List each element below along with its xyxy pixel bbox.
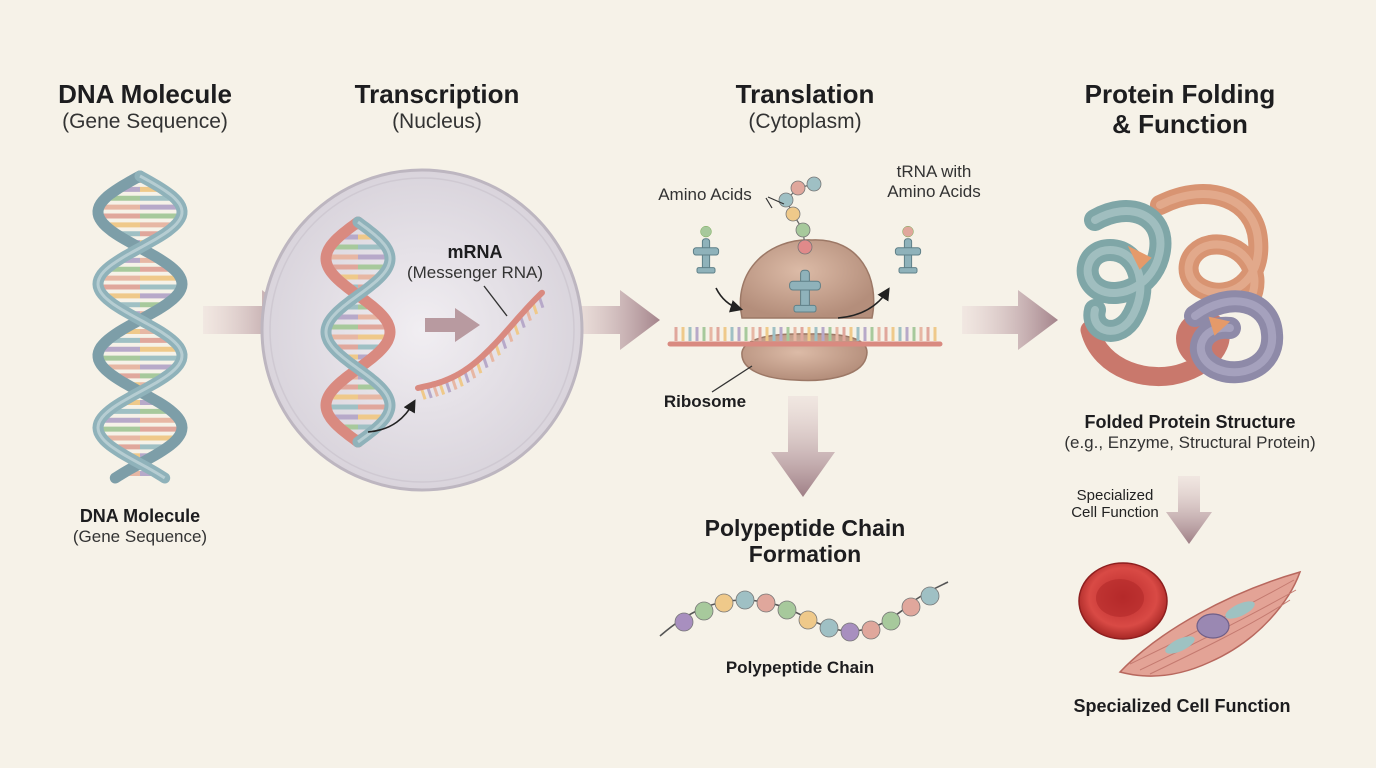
helix-strand — [92, 170, 188, 484]
mrna-strand-icon — [415, 289, 545, 400]
trna-label-line2: Amino Acids — [887, 181, 981, 201]
amino-acid — [700, 225, 712, 238]
amino-acids-label: Amino Acids — [658, 185, 752, 204]
amino-acid-bead — [840, 622, 860, 642]
transcription-stage-title: Transcription — [354, 79, 520, 109]
amino-acid — [778, 192, 794, 208]
helix-highlight — [96, 174, 184, 480]
trna-right-icon — [894, 225, 922, 274]
amino-acid-bead — [714, 593, 734, 613]
trna-arms — [789, 280, 821, 291]
mrna-pointer-line — [483, 285, 508, 317]
mrna-label-subtitle: (Messenger RNA) — [406, 262, 544, 282]
amino-acid-bead — [861, 620, 881, 640]
specialized-side-label: Specialized Cell Function — [1056, 487, 1174, 522]
specialized-side-line2: Cell Function — [1071, 504, 1159, 522]
helix-strand — [92, 170, 188, 484]
mrna-synthesis-arrow — [367, 399, 416, 433]
flow-arrow-3 — [962, 290, 1058, 350]
amino-acid-bead — [694, 601, 714, 621]
translation-stage-title: Translation — [735, 79, 875, 109]
nucleus-icon — [260, 168, 584, 492]
amino-acid-bead — [674, 612, 694, 632]
ribosome-label: Ribosome — [663, 392, 747, 411]
transcription-stage-header: Transcription (Nucleus) — [322, 79, 552, 134]
transcription-stage-subtitle: (Nucleus) — [392, 109, 482, 133]
amino-acids-pointer — [765, 196, 785, 209]
flow-arrow-2 — [562, 290, 660, 350]
trna-arms — [692, 247, 720, 256]
translation-stage-header: Translation (Cytoplasm) — [700, 79, 910, 134]
trna-anticodon — [793, 304, 817, 313]
trna-arms — [894, 247, 922, 256]
folding-stage-title-line2: & Function — [1112, 108, 1248, 139]
dna-stage-header: DNA Molecule (Gene Sequence) — [40, 79, 250, 134]
amino-acid-bead — [819, 618, 839, 638]
folded-protein-title: Folded Protein Structure — [1084, 412, 1296, 432]
polypeptide-caption: Polypeptide Chain — [725, 658, 875, 677]
amino-acid — [902, 225, 914, 238]
trna-entry-arrow — [715, 287, 744, 313]
amino-acid — [790, 180, 806, 196]
folding-stage-title-line1: Protein Folding — [1084, 79, 1276, 109]
trna-exit-arrow — [837, 287, 890, 319]
specialized-caption: Specialized Cell Function — [1073, 696, 1291, 716]
trna-left-icon — [692, 225, 720, 274]
amino-acid-bead — [920, 586, 940, 606]
amino-acid — [806, 176, 822, 192]
dna-stage-subtitle: (Gene Sequence) — [62, 109, 228, 133]
polypeptide-chain-icon — [674, 586, 940, 642]
helix-strand — [320, 216, 396, 448]
dna-stage-title: DNA Molecule — [58, 79, 232, 109]
amino-acid — [785, 206, 801, 222]
mrna-label-title: mRNA — [447, 242, 503, 262]
amino-acid-bead — [735, 590, 755, 610]
specialized-side-line1: Specialized — [1076, 487, 1154, 504]
transcription-arrow — [425, 308, 480, 342]
folded-protein-icon — [1076, 183, 1284, 387]
folded-protein-subtitle: (e.g., Enzyme, Structural Protein) — [1064, 432, 1316, 452]
folded-protein-caption: Folded Protein Structure (e.g., Enzyme, … — [1040, 412, 1340, 452]
helix-strand — [320, 216, 396, 448]
polypeptide-title-line2: Formation — [748, 541, 862, 568]
amino-acid-bead — [881, 611, 901, 631]
mrna-in-ribosome-icon — [667, 327, 943, 347]
dna-helix-icon — [92, 170, 188, 484]
amino-acid-bead — [777, 600, 797, 620]
amino-acid — [795, 222, 811, 238]
dna-caption-subtitle: (Gene Sequence) — [72, 526, 208, 546]
trna-label: tRNA with Amino Acids — [866, 162, 1002, 201]
flow-arrow-down — [771, 396, 835, 497]
dna-caption: DNA Molecule (Gene Sequence) — [40, 506, 240, 546]
folding-stage-header: Protein Folding & Function — [1060, 79, 1300, 140]
flow-arrow-down-small — [1166, 476, 1212, 544]
red-blood-cell-icon — [1078, 562, 1168, 640]
amino-acid-bead — [798, 610, 818, 630]
polypeptide-title: Polypeptide Chain Formation — [690, 515, 920, 568]
mrna-label: mRNA (Messenger RNA) — [400, 242, 550, 282]
amino-acid-chain-icon — [778, 176, 822, 255]
nucleus-dna-helix-icon — [320, 216, 396, 448]
translation-stage-subtitle: (Cytoplasm) — [748, 109, 862, 133]
helix-highlight — [324, 220, 392, 444]
mrna-backbone — [415, 289, 545, 391]
ribosome-pointer — [711, 365, 753, 393]
trna-center-icon — [789, 269, 821, 313]
trna-label-line1: tRNA with — [896, 162, 972, 181]
muscle-cell-icon — [1118, 570, 1302, 677]
dna-caption-title: DNA Molecule — [79, 506, 201, 526]
polypeptide-title-line1: Polypeptide Chain — [704, 515, 906, 541]
trna-anticodon — [898, 267, 918, 274]
trna-anticodon — [696, 267, 716, 274]
amino-acid-bead — [901, 597, 921, 617]
amino-acid-bead — [756, 593, 776, 613]
amino-acid — [797, 239, 813, 255]
